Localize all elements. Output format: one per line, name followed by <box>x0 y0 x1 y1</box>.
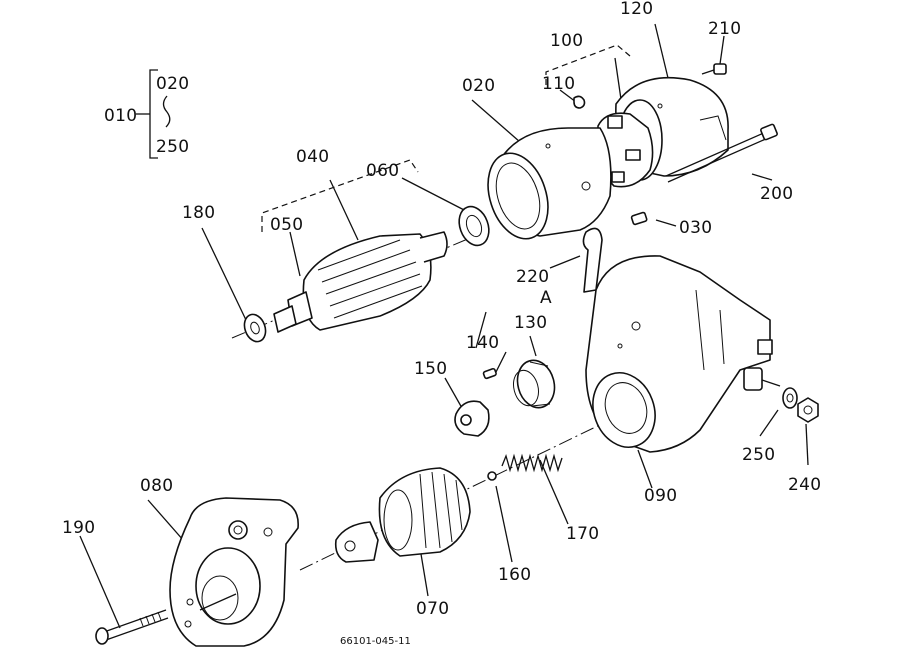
group-bracket-100 <box>545 44 631 85</box>
label-150: 150 <box>414 359 447 379</box>
label-250-range: 250 <box>156 137 189 157</box>
label-a: A <box>540 288 552 308</box>
label-040: 040 <box>296 147 329 167</box>
group-bracket-040 <box>261 159 419 232</box>
label-020-range: 020 <box>156 74 189 94</box>
label-220: 220 <box>516 267 549 287</box>
label-090: 090 <box>644 486 677 506</box>
label-030: 030 <box>679 218 712 238</box>
label-210: 210 <box>708 19 741 39</box>
label-020: 020 <box>462 76 495 96</box>
armature <box>273 231 448 333</box>
through-bolt-190 <box>95 609 169 645</box>
label-010: 010 <box>104 106 137 126</box>
label-070: 070 <box>416 599 449 619</box>
label-250: 250 <box>742 445 775 465</box>
assembly-range-bracket <box>136 69 171 159</box>
washer-180 <box>243 313 267 343</box>
brush-spring <box>573 95 586 109</box>
drive-housing-090 <box>585 255 773 453</box>
nut-240 <box>797 397 819 423</box>
gear-shaft-150 <box>454 400 490 437</box>
label-130: 130 <box>514 313 547 333</box>
brush-holder <box>597 112 654 188</box>
label-190: 190 <box>62 518 95 538</box>
label-120: 120 <box>620 0 653 19</box>
label-110: 110 <box>542 74 575 94</box>
bearing-060 <box>458 205 490 247</box>
label-140: 140 <box>466 333 499 353</box>
terminal-030 <box>630 211 648 226</box>
drawing-code: 66101-045-11 <box>340 636 411 647</box>
label-240: 240 <box>788 475 821 495</box>
through-bolt-200 <box>665 123 778 183</box>
overrunning-clutch-070 <box>334 467 471 563</box>
label-080: 080 <box>140 476 173 496</box>
pin-140 <box>482 367 497 380</box>
label-180: 180 <box>182 203 215 223</box>
gear-130 <box>513 359 556 409</box>
field-lead-220 <box>582 227 603 293</box>
spring-170 <box>501 453 563 473</box>
label-170: 170 <box>566 524 599 544</box>
stud-bolt <box>743 367 781 391</box>
front-bracket-080 <box>169 497 299 647</box>
screw-210 <box>701 63 727 75</box>
yoke-housing <box>487 127 612 240</box>
label-160: 160 <box>498 565 531 585</box>
washer-250 <box>782 387 798 409</box>
label-100: 100 <box>550 31 583 51</box>
label-060: 060 <box>366 161 399 181</box>
label-050: 050 <box>270 215 303 235</box>
label-200: 200 <box>760 184 793 204</box>
ball-160 <box>487 471 497 481</box>
